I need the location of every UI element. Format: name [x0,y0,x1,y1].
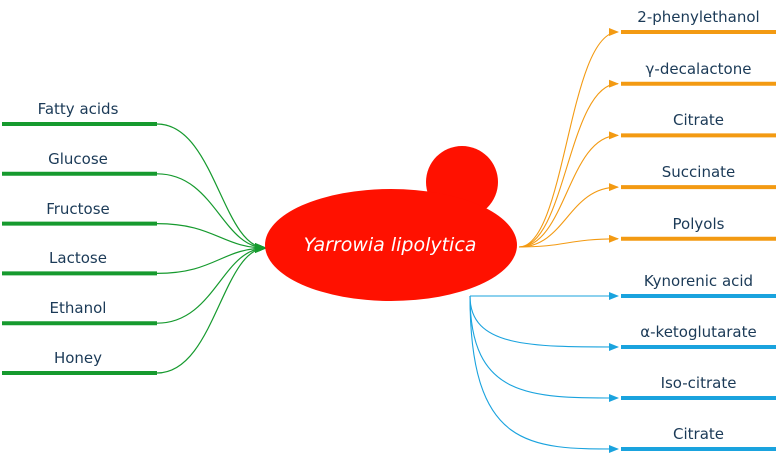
substrate-arrow-glucose [156,173,267,253]
orange-product-arrow-decalactone [518,79,619,248]
orange-product-arrow-citrate [518,131,619,248]
blue-product-label-kynorenic-acid: Kynorenic acid [643,272,754,290]
substrate-arrow-lactose [156,243,267,274]
substrate-label-fructose: Fructose [46,199,110,218]
blue-product-label-iso-citrate: Iso-citrate [660,374,737,392]
yeast-cell [265,146,517,301]
substrate-label-honey: Honey [53,349,103,367]
orange-product-arrow-polyols [518,234,619,248]
orange-product-label-citrate: Citrate [673,111,724,130]
substrate-label-glucose: Glucose [48,149,108,168]
substrate-arrow-honey [156,243,267,374]
substrate-arrow-ethanol [156,243,267,324]
orange-product-label-succinate: Succinate [661,163,736,182]
substrate-label-fatty-acids: Fatty acids [37,100,119,118]
orange-product-arrow-succinate [518,183,619,248]
substrate-label-ethanol: Ethanol [49,299,107,318]
substrate-arrow-fructose [156,223,267,253]
blue-product-label-citrate: Citrate [673,425,724,443]
organism-name: Yarrowia lipolytica [303,234,477,256]
orange-product-label-polyols: Polyols [672,214,725,233]
blue-product-arrow-citrate [469,295,619,453]
blue-product-layer [469,292,776,453]
orange-product-label-decalactone: γ-decalactone [645,59,752,78]
yeast-body [265,189,517,301]
orange-product-layer [518,28,776,248]
substrate-label-lactose: Lactose [49,249,107,268]
blue-product-arrow-ketoglutarate [469,295,619,351]
substrate-arrow-fatty-acids [156,123,267,253]
orange-product-arrow-2-phenylethanol [518,28,619,248]
blue-product-arrow-iso-citrate [469,295,619,402]
orange-product-label-2-phenylethanol: 2-phenylethanol [637,8,760,26]
blue-product-label-ketoglutarate: α-ketoglutarate [640,323,757,341]
substrate-layer [2,122,267,375]
